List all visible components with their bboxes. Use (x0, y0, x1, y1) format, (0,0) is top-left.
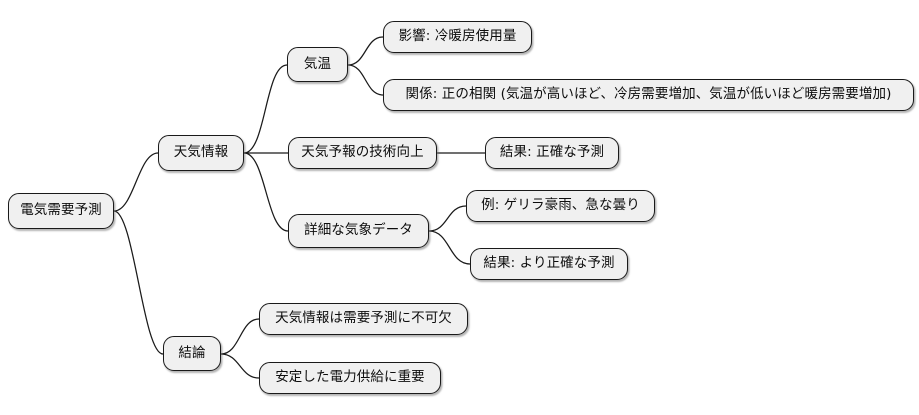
node-detailed-example[interactable]: 例: ゲリラ豪雨、急な曇り (466, 190, 655, 222)
node-temperature[interactable]: 気温 (287, 47, 348, 82)
edge-temperature-to-temp_relation (347, 64, 384, 96)
edge-detail_data-to-detail_result (428, 230, 471, 265)
node-temperature-relation[interactable]: 関係: 正の相関 (気温が高いほど、冷房需要増加、気温が低いほど暖房需要増加) (383, 79, 914, 111)
node-temperature-effect[interactable]: 影響: 冷暖房使用量 (383, 21, 532, 53)
edge-root-to-conclusion (113, 210, 164, 355)
edge-conclusion-to-conclusion_2 (220, 353, 260, 379)
edge-conclusion-to-conclusion_1 (220, 318, 260, 355)
node-detailed-weather-data[interactable]: 詳細な気象データ (288, 214, 429, 248)
edge-temperature-to-temp_effect (347, 36, 384, 66)
node-forecast-technology[interactable]: 天気予報の技術向上 (288, 137, 437, 169)
node-conclusion[interactable]: 結論 (163, 336, 221, 371)
node-root[interactable]: 電気需要予測 (8, 193, 114, 229)
node-forecast-result[interactable]: 結果: 正確な予測 (485, 137, 619, 169)
node-conclusion-essential[interactable]: 天気情報は需要予測に不可欠 (259, 303, 468, 335)
node-detailed-result[interactable]: 結果: より正確な予測 (470, 248, 628, 280)
edge-detail_data-to-detail_example (428, 205, 467, 232)
node-conclusion-stable-supply[interactable]: 安定した電力供給に重要 (259, 362, 441, 394)
edge-weather-to-temperature (243, 64, 288, 154)
edge-weather-to-detail_data (243, 152, 289, 232)
node-weather-info[interactable]: 天気情報 (158, 135, 244, 171)
edge-root-to-weather (113, 152, 159, 212)
